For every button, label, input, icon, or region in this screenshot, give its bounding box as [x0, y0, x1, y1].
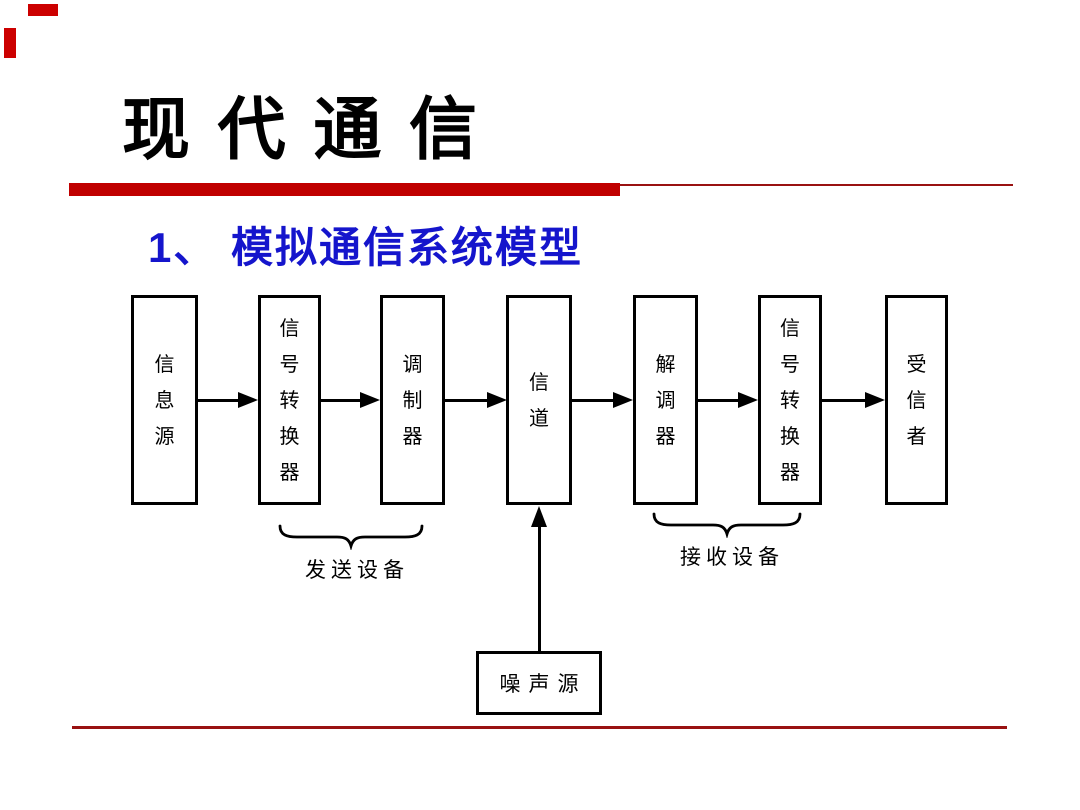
box-information-source: 信息源: [131, 295, 198, 505]
box-receiver-label: 受信者: [906, 352, 927, 448]
flow-arrow-3-head-icon: [487, 392, 507, 408]
box-signal-converter-tx: 信号转换器: [258, 295, 321, 505]
flow-arrow-4-head-icon: [613, 392, 633, 408]
box-modulator: 调制器: [380, 295, 445, 505]
receive-group-label: 接收设备: [680, 545, 784, 569]
transmit-group-label: 发送设备: [305, 558, 409, 582]
corner-mark-vertical: [4, 28, 16, 58]
box-signal-converter-rx: 信号转换器: [758, 295, 822, 505]
box-channel-label: 信道: [529, 370, 549, 430]
box-information-source-label: 信息源: [154, 352, 175, 448]
box-channel: 信道: [506, 295, 572, 505]
flow-arrow-1-head-icon: [238, 392, 258, 408]
flow-arrow-5-line: [698, 399, 738, 402]
box-receiver: 受信者: [885, 295, 948, 505]
box-demodulator-label: 解调器: [655, 352, 676, 448]
bottom-rule: [72, 726, 1007, 729]
title-underline-thick: [69, 183, 620, 196]
section-heading: 1、 模拟通信系统模型: [148, 224, 584, 271]
box-signal-converter-tx-label: 信号转换器: [279, 316, 300, 484]
flow-arrow-6-head-icon: [865, 392, 885, 408]
flow-arrow-6-line: [822, 399, 865, 402]
box-signal-converter-rx-label: 信号转换器: [780, 316, 800, 484]
noise-arrow-head-icon: [531, 506, 547, 527]
flow-arrow-3-line: [445, 399, 487, 402]
box-modulator-label: 调制器: [402, 352, 423, 448]
box-noise-source-label: 噪声源: [499, 672, 587, 696]
corner-mark-horizontal: [28, 4, 58, 16]
title-underline-thin: [620, 184, 1013, 186]
flow-arrow-2-line: [321, 399, 360, 402]
flow-arrow-1-line: [198, 399, 238, 402]
slide-title: 现 代 通 信: [122, 90, 480, 170]
box-noise-source: 噪声源: [476, 651, 602, 715]
flow-arrow-2-head-icon: [360, 392, 380, 408]
flow-arrow-5-head-icon: [738, 392, 758, 408]
receive-underbrace-icon: [652, 512, 802, 538]
noise-arrow-line: [538, 527, 541, 651]
flow-arrow-4-line: [572, 399, 613, 402]
box-demodulator: 解调器: [633, 295, 698, 505]
transmit-underbrace-icon: [278, 524, 424, 550]
